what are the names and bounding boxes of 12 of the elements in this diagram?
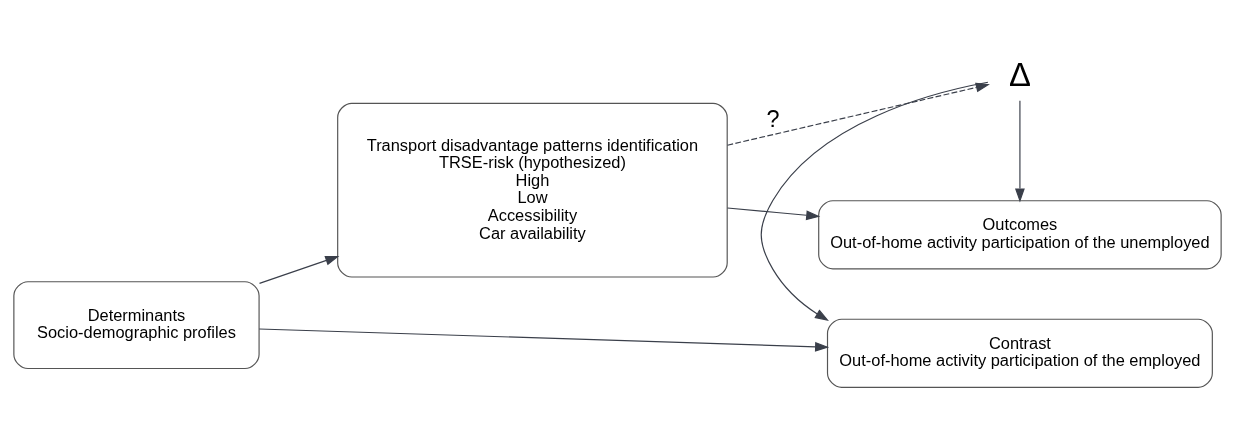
arrow (258, 328, 830, 352)
arrow (760, 81, 989, 321)
arrow (726, 82, 990, 146)
arrow (1015, 100, 1025, 203)
node-box: Determinants Socio-demographic profiles (13, 281, 260, 370)
node-box: Outcomes Out-of-home activity participation of the unemployed (818, 200, 1222, 270)
node-box: Transport disadvantage patterns identification TRSE-risk (hypothesized) High Low Accessibility Car availability (337, 102, 728, 278)
arrow (258, 255, 340, 284)
arrow (726, 207, 821, 221)
edge-label: ? (766, 105, 780, 132)
node-text: Δ (1008, 55, 1031, 93)
node-box: Contrast Out-of-home activity participation of the employed (826, 318, 1213, 388)
